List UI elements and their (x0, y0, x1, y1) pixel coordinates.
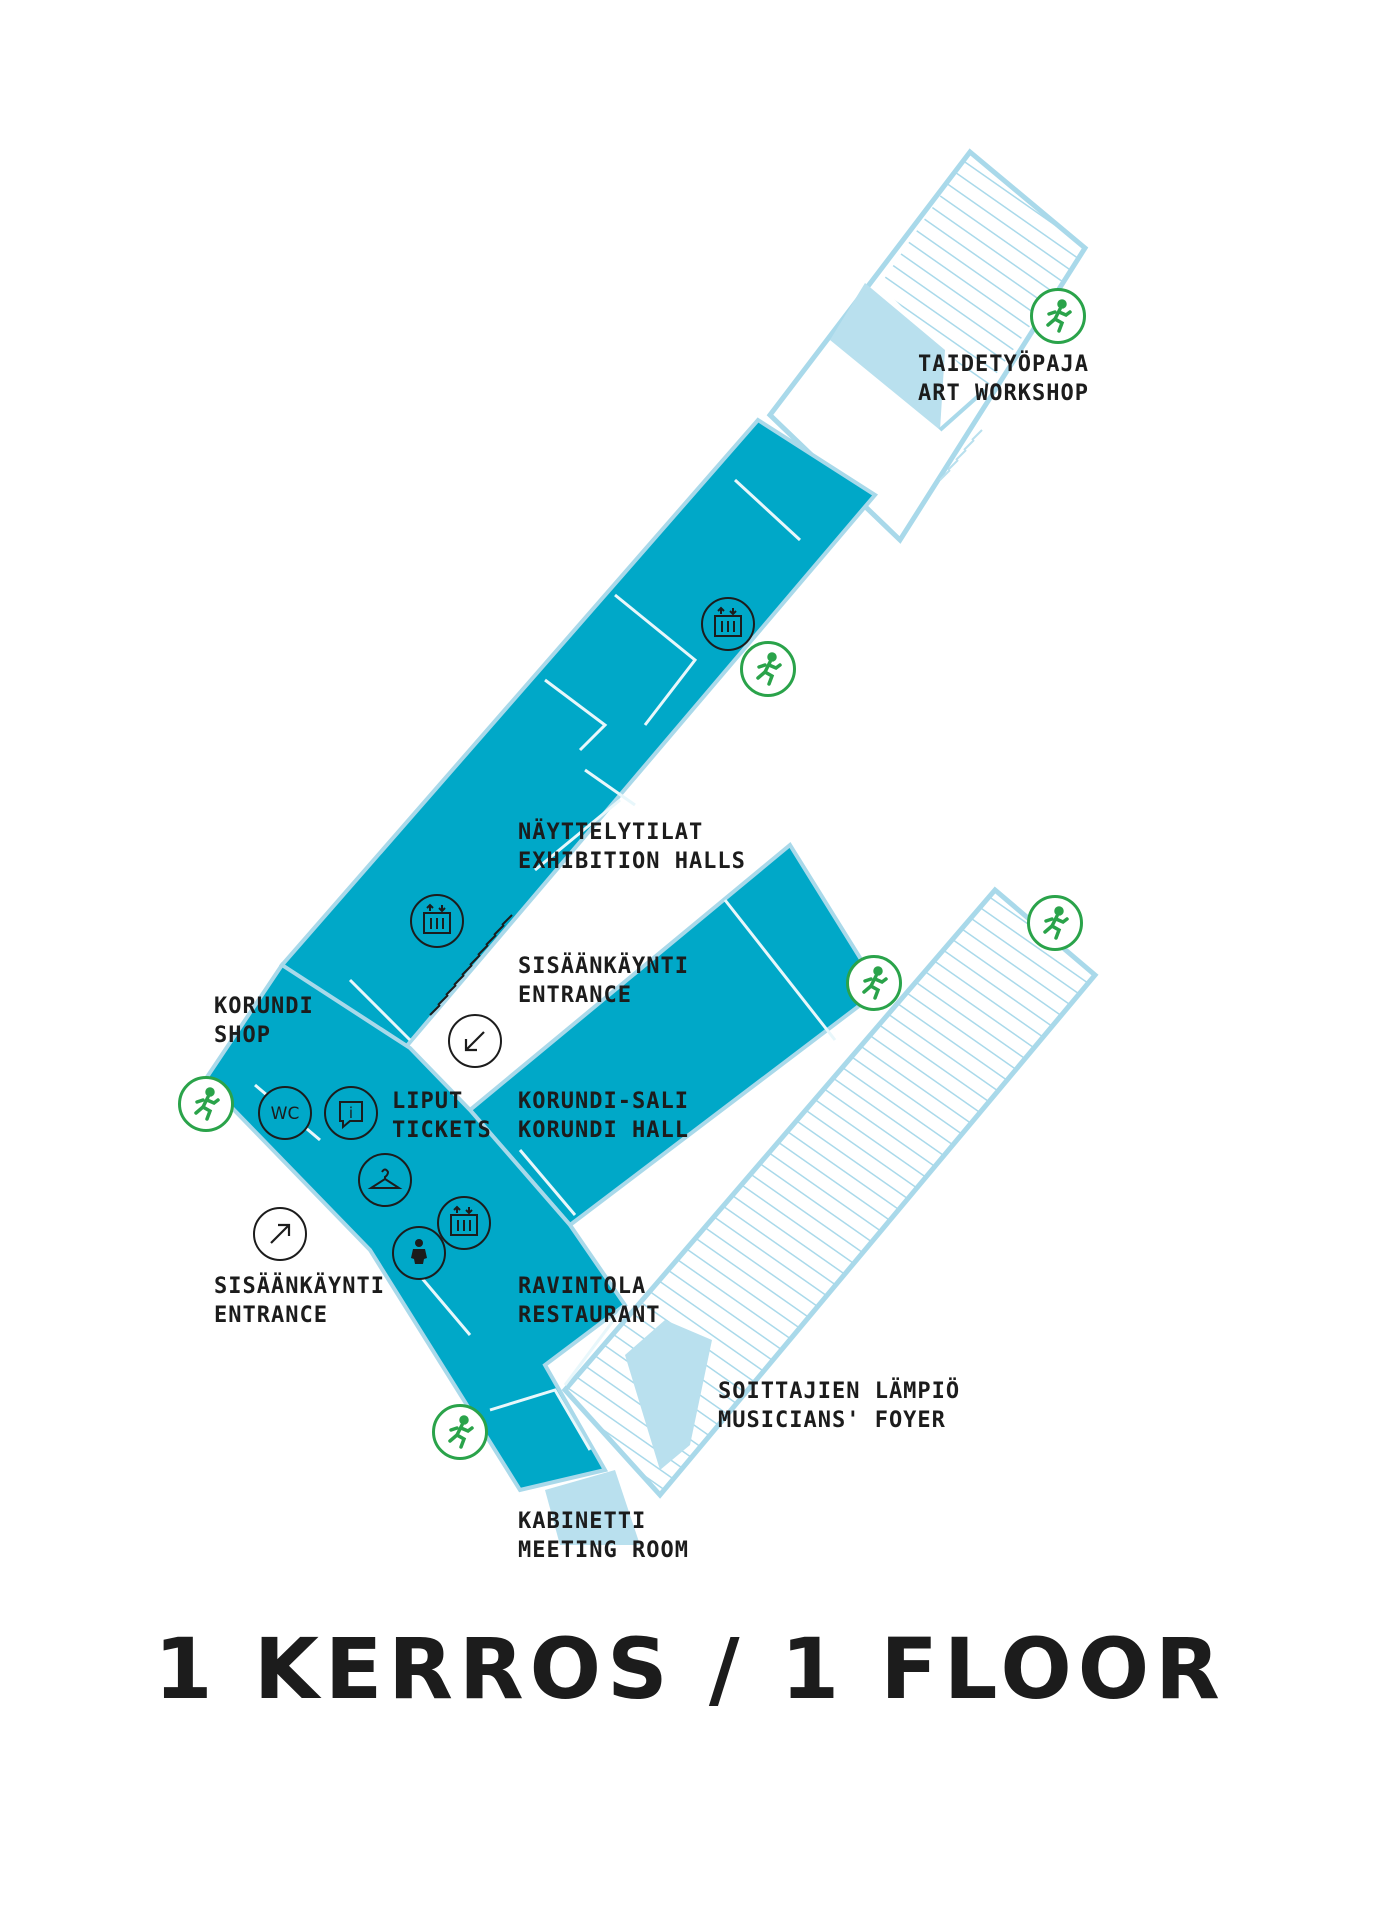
emergency-exit-icon (846, 955, 902, 1011)
label-exhibition-halls-en: EXHIBITION HALLS (518, 849, 746, 874)
label-musicians-foyer-fi: SOITTAJIEN LÄMPIÖ (718, 1379, 961, 1404)
label-entrance-lower: SISÄÄNKÄYNTI ENTRANCE (214, 1272, 385, 1330)
label-korundi-shop: KORUNDI SHOP (214, 992, 314, 1050)
wc-icon-text: WC (271, 1104, 300, 1124)
label-musicians-foyer: SOITTAJIEN LÄMPIÖ MUSICIANS' FOYER (718, 1377, 960, 1435)
baby-changing-icon (392, 1226, 446, 1280)
emergency-exit-icon (178, 1076, 234, 1132)
label-meeting-room-fi: KABINETTI (518, 1509, 647, 1534)
label-korundi-hall-en: KORUNDI HALL (518, 1118, 689, 1143)
label-tickets-en: TICKETS (392, 1118, 492, 1143)
label-entrance-lower-en: ENTRANCE (214, 1303, 328, 1328)
cloakroom-icon (358, 1153, 412, 1207)
label-restaurant-en: RESTAURANT (518, 1303, 661, 1328)
label-korundi-shop-fi: KORUNDI (214, 994, 314, 1019)
label-art-workshop-fi: TAIDETYÖPAJA (918, 352, 1089, 377)
label-restaurant-fi: RAVINTOLA (518, 1274, 647, 1299)
art-workshop-wing (766, 148, 1089, 544)
emergency-exit-icon (1027, 895, 1083, 951)
elevator-icon (410, 894, 464, 948)
stairs-workshop (939, 429, 983, 481)
label-musicians-foyer-en: MUSICIANS' FOYER (718, 1408, 946, 1433)
label-art-workshop-en: ART WORKSHOP (918, 381, 1089, 406)
floor-title: 1 KERROS / 1 FLOOR (154, 1620, 1226, 1718)
label-meeting-room-en: MEETING ROOM (518, 1538, 689, 1563)
label-exhibition-halls: NÄYTTELYTILAT EXHIBITION HALLS (518, 818, 746, 876)
label-art-workshop: TAIDETYÖPAJA ART WORKSHOP (918, 350, 1089, 408)
label-entrance-upper-fi: SISÄÄNKÄYNTI (518, 954, 689, 979)
wc-icon: WC (258, 1086, 312, 1140)
entrance-arrow-icon (448, 1014, 502, 1068)
elevator-icon (701, 597, 755, 651)
label-korundi-hall: KORUNDI-SALI KORUNDI HALL (518, 1087, 689, 1145)
emergency-exit-icon (740, 641, 796, 697)
label-restaurant: RAVINTOLA RESTAURANT (518, 1272, 660, 1330)
label-entrance-upper-en: ENTRANCE (518, 983, 632, 1008)
label-tickets: LIPUT TICKETS (392, 1087, 492, 1145)
label-meeting-room: KABINETTI MEETING ROOM (518, 1507, 689, 1565)
emergency-exit-icon (1030, 288, 1086, 344)
label-korundi-hall-fi: KORUNDI-SALI (518, 1089, 689, 1114)
label-exhibition-halls-fi: NÄYTTELYTILAT (518, 820, 704, 845)
label-korundi-shop-en: SHOP (214, 1023, 271, 1048)
stairs (429, 914, 513, 1016)
info-icon-text: i (349, 1104, 353, 1122)
emergency-exit-icon (432, 1404, 488, 1460)
entrance-arrow-icon (253, 1207, 307, 1261)
label-tickets-fi: LIPUT (392, 1089, 464, 1114)
label-entrance-lower-fi: SISÄÄNKÄYNTI (214, 1274, 385, 1299)
label-entrance-upper: SISÄÄNKÄYNTI ENTRANCE (518, 952, 689, 1010)
elevator-icon (437, 1196, 491, 1250)
info-icon: i (324, 1086, 378, 1140)
